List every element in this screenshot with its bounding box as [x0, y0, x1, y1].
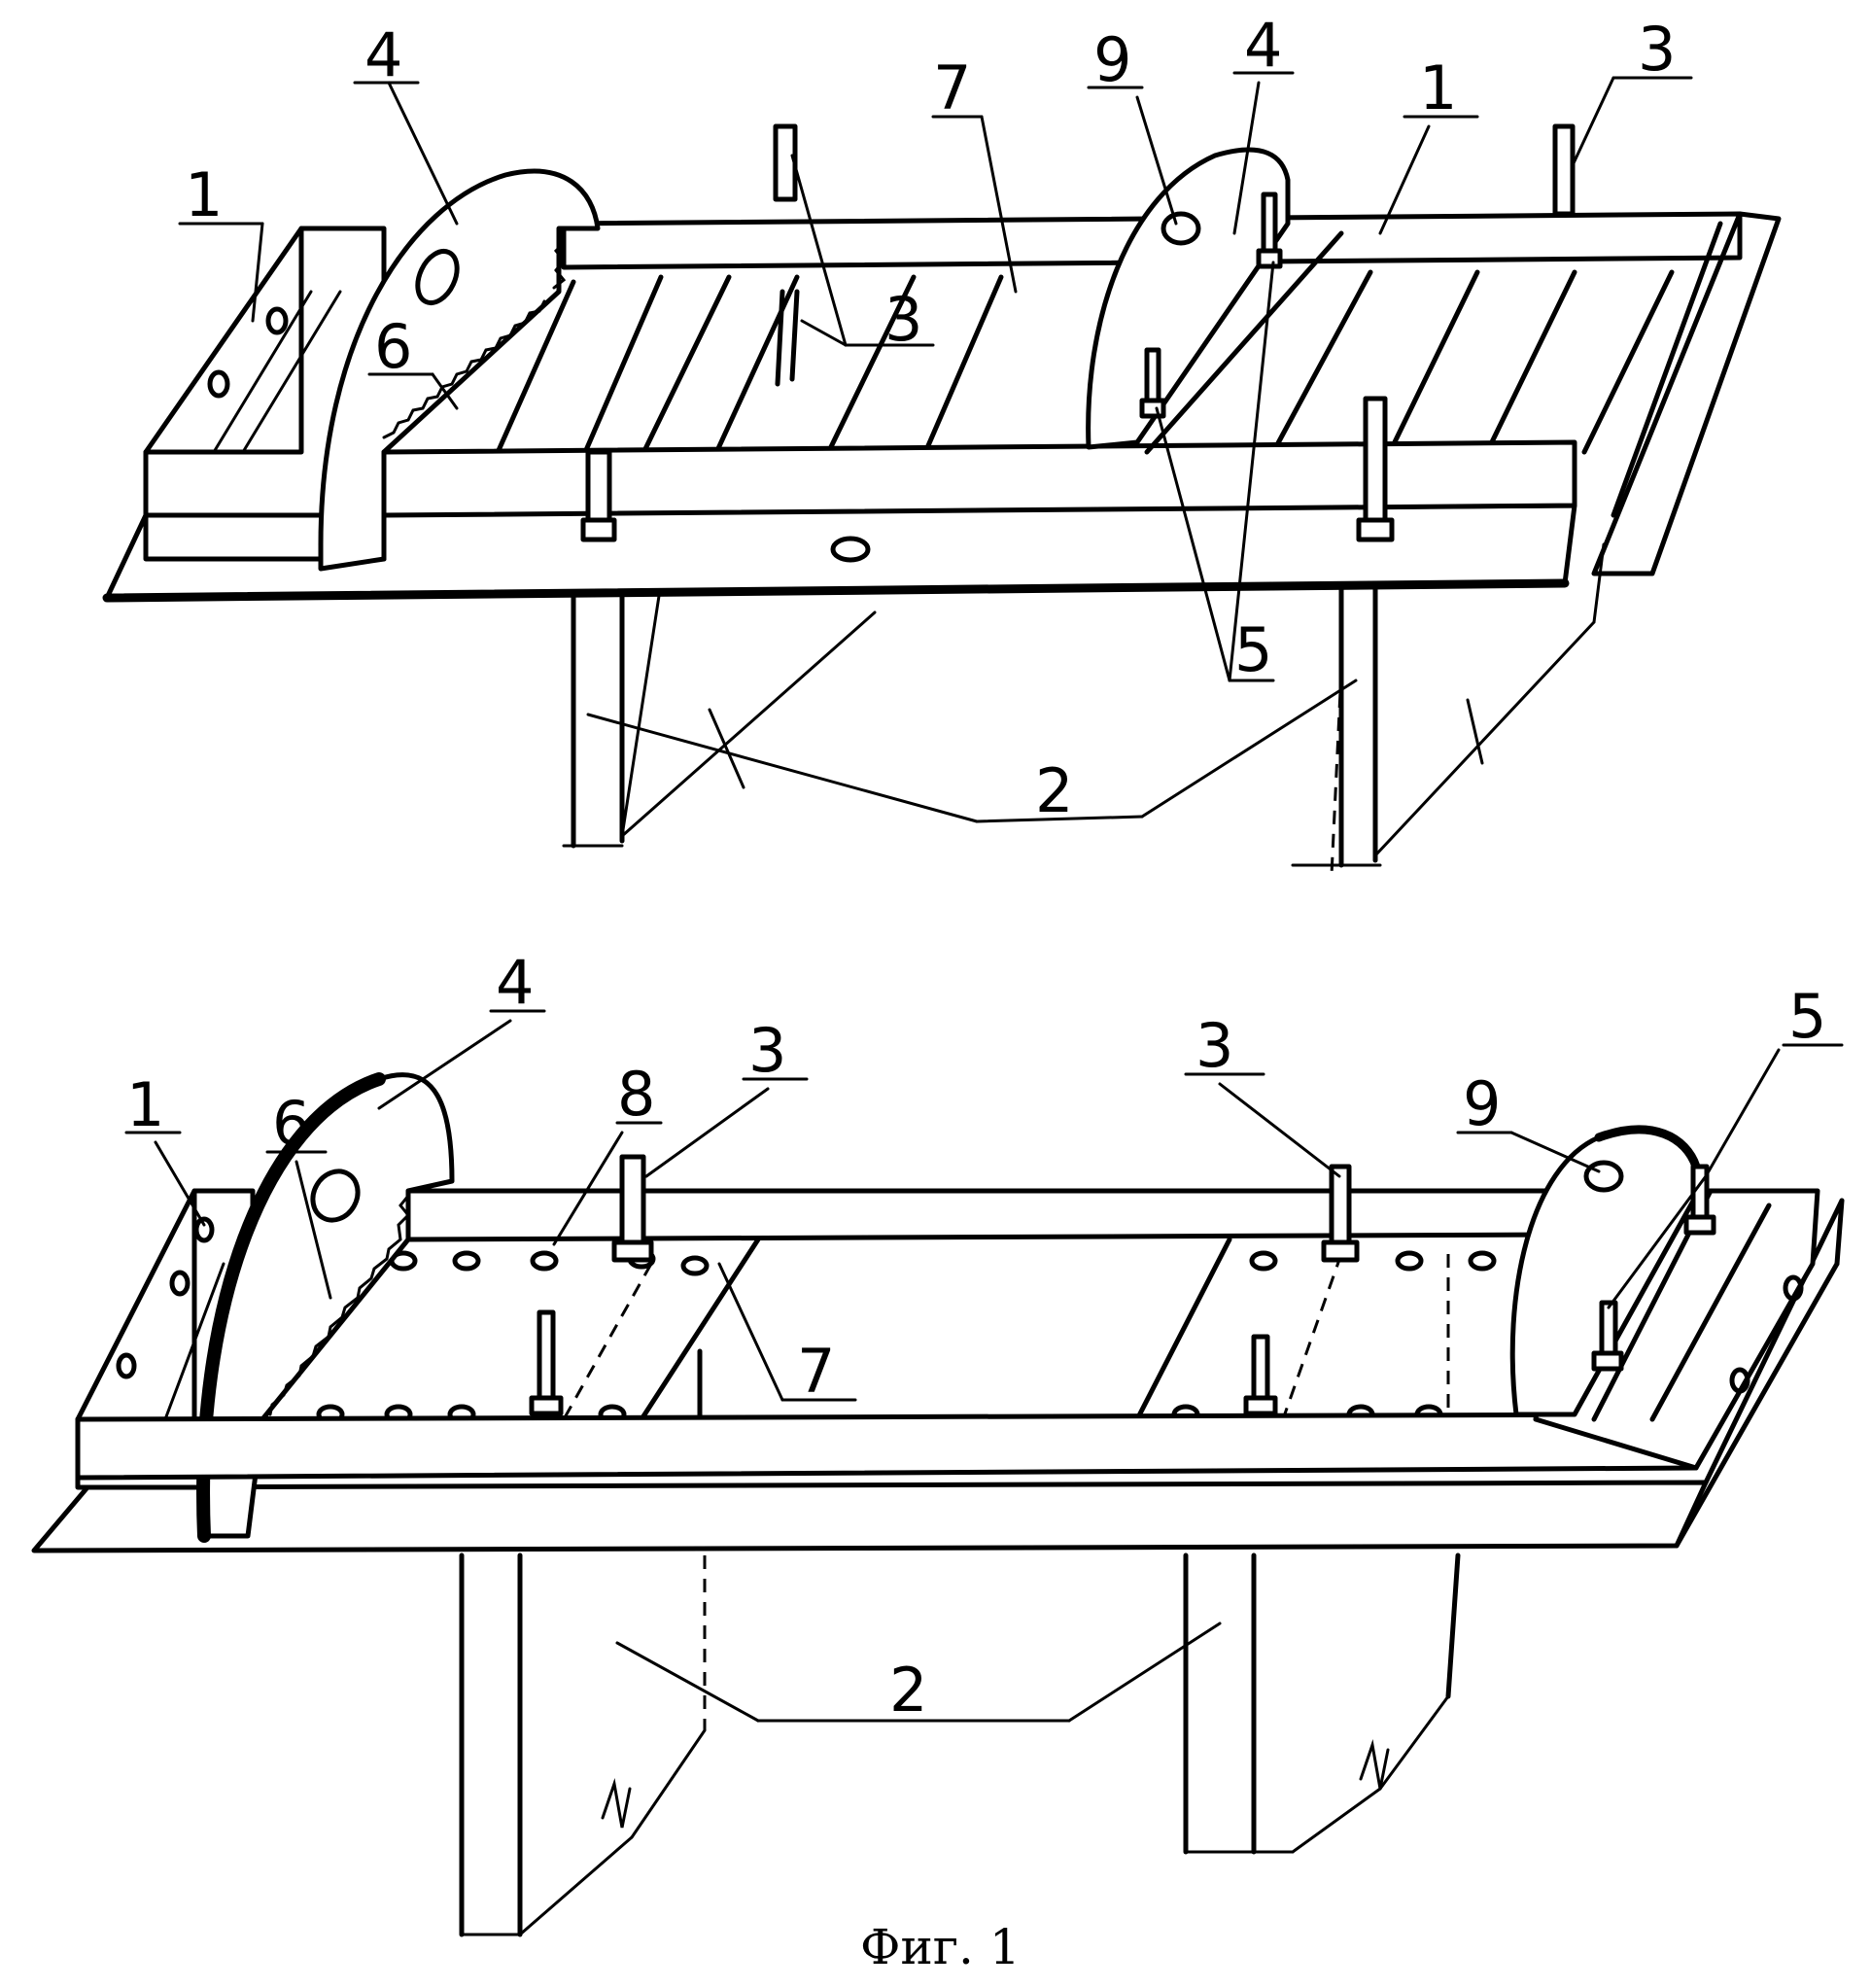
top-label-4-right: 4	[1244, 10, 1282, 81]
top-front-rail	[384, 442, 1575, 515]
bottom-view: 1 4 8 3 3 9 5 6 7 2	[34, 947, 1842, 1935]
bottom-front-rail	[78, 1414, 1696, 1478]
top-label-7: 7	[933, 52, 971, 123]
bottom-label-4: 4	[496, 947, 534, 1018]
top-right-frame-end	[1594, 214, 1779, 574]
bottom-label-3-left: 3	[748, 1015, 786, 1086]
figure-caption: Фиг. 1	[860, 1919, 1021, 1975]
top-label-3-right: 3	[1638, 14, 1676, 85]
top-slats	[496, 272, 1672, 457]
bottom-slats	[319, 1239, 1494, 1422]
top-view: 1 4 6 7 3 9 4 1 3 5 2	[107, 10, 1779, 875]
bottom-base-plate	[34, 1482, 1706, 1551]
top-label-4-left: 4	[364, 19, 402, 90]
bottom-legs	[462, 1555, 1458, 1935]
bottom-label-1: 1	[126, 1069, 164, 1140]
top-label-5: 5	[1234, 614, 1272, 685]
top-label-9: 9	[1093, 24, 1131, 95]
top-label-3-middle: 3	[884, 284, 922, 355]
bottom-label-7: 7	[797, 1336, 835, 1407]
bottom-label-8: 8	[617, 1059, 655, 1130]
top-label-1-left: 1	[185, 159, 223, 230]
bottom-label-9: 9	[1463, 1068, 1501, 1139]
top-label-6: 6	[374, 311, 412, 382]
top-label-1-right: 1	[1419, 52, 1457, 123]
bottom-label-2: 2	[889, 1655, 927, 1726]
top-label-2: 2	[1035, 755, 1073, 826]
bottom-label-5: 5	[1788, 981, 1826, 1052]
bottom-label-6: 6	[272, 1088, 310, 1159]
bottom-label-3-right: 3	[1195, 1010, 1233, 1081]
